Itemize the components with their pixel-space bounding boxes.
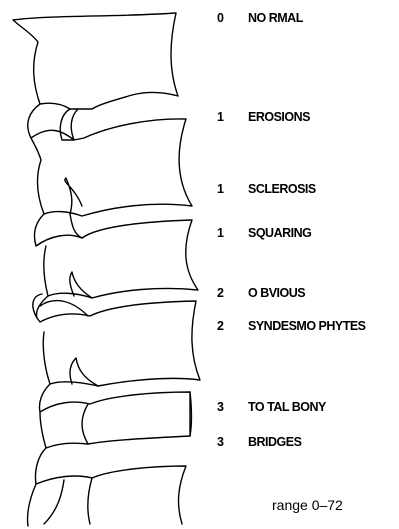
- label-total-bony: TO TAL BONY: [248, 401, 326, 414]
- score-syndesmophytes: 2: [217, 320, 224, 333]
- score-total-bony: 3: [217, 401, 224, 414]
- label-bridges: BRIDGES: [248, 436, 301, 449]
- label-sclerosis: SCLEROSIS: [248, 183, 316, 196]
- range-label: range 0–72: [272, 498, 343, 512]
- label-obvious: O BVIOUS: [248, 287, 305, 300]
- label-syndesmophytes: SYNDESMO PHYTES: [248, 320, 366, 333]
- vertebra-base: [27, 448, 186, 526]
- score-normal: 0: [217, 12, 224, 25]
- vertebra-erosions: [31, 119, 192, 216]
- score-erosions: 1: [217, 111, 224, 124]
- vertebra-sclerosis-squaring: [34, 214, 198, 298]
- score-bridges: 3: [217, 436, 224, 449]
- score-sclerosis: 1: [217, 183, 224, 196]
- label-squaring: SQUARING: [248, 227, 311, 240]
- vertebra-syndesmophytes: [33, 294, 200, 386]
- label-erosions: EROSIONS: [248, 111, 310, 124]
- label-normal: NO RMAL: [248, 12, 303, 25]
- score-obvious: 2: [217, 287, 224, 300]
- vertebra-bony-bridges: [39, 384, 191, 448]
- score-squaring: 1: [217, 227, 224, 240]
